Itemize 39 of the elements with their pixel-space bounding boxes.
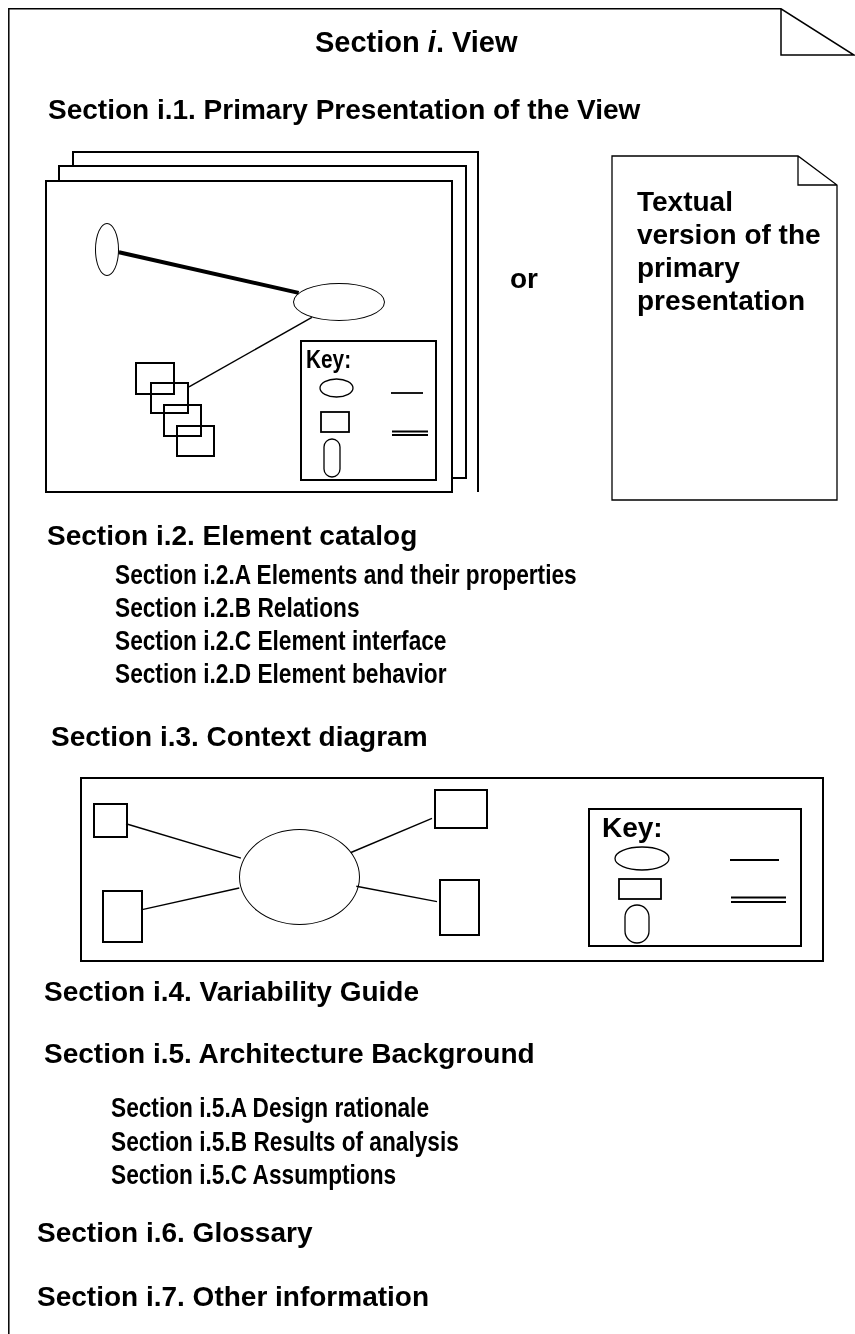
rectangle-shape: [135, 362, 175, 395]
section-heading: Section i.2. Element catalog: [47, 520, 418, 553]
key-box: [588, 808, 802, 947]
or-label: or: [510, 263, 538, 296]
section-heading: Section i.3. Context diagram: [51, 721, 428, 754]
text-document-sheet: [611, 155, 838, 501]
key-heading: Key:: [306, 344, 352, 375]
subsection-heading: Section i.5.C Assumptions: [111, 1160, 397, 1192]
rectangle-shape: [434, 789, 488, 829]
document-page: [8, 8, 855, 1334]
rectangle-shape: [439, 879, 480, 936]
key-heading: Key:: [602, 812, 663, 844]
subsection-heading: Section i.5.A Design rationale: [111, 1093, 429, 1125]
rectangle-shape: [176, 425, 215, 457]
subsection-heading: Section i.2.D Element behavior: [115, 659, 447, 691]
subsection-heading: Section i.5.B Results of analysis: [111, 1127, 459, 1159]
stacked-diagram-frames: [45, 152, 480, 493]
section-heading: Section i.4. Variability Guide: [44, 976, 419, 1009]
connector-line: [125, 823, 242, 859]
subsection-heading: Section i.2.A Elements and their properties: [115, 560, 577, 592]
rectangle-shape: [102, 890, 143, 943]
connector-line: [355, 885, 438, 903]
section-heading: Section i.7. Other information: [37, 1281, 430, 1314]
rectangle-shape: [93, 803, 128, 838]
section-heading: Section i.6. Glossary: [37, 1217, 313, 1250]
rectangle-shape: [150, 382, 189, 414]
key-box: [300, 340, 437, 481]
document-text: Textual version of the primary presentation: [637, 185, 822, 317]
connector-line: [350, 817, 433, 854]
rectangle-shape: [163, 404, 202, 437]
section-heading: Section i.5. Architecture Background: [44, 1038, 535, 1071]
connector-line: [140, 887, 240, 911]
section-heading: Section i.1. Primary Presentation of the View: [48, 94, 641, 127]
page-heading: Section i. View: [315, 26, 518, 59]
connector-line: [188, 316, 313, 388]
thick-connector-line: [118, 250, 300, 295]
context-diagram-frame: [80, 777, 824, 962]
subsection-heading: Section i.2.C Element interface: [115, 626, 447, 658]
subsection-heading: Section i.2.B Relations: [115, 593, 360, 625]
